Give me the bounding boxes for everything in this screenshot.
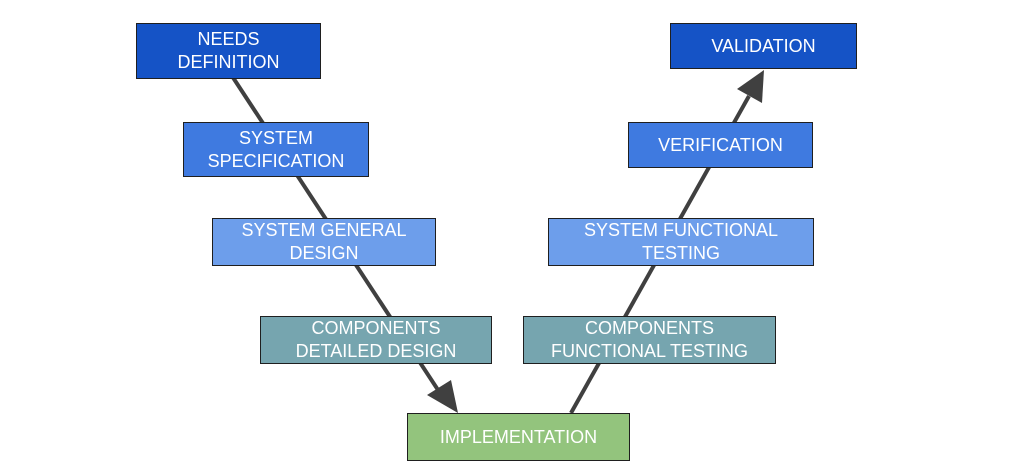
needs-definition-label: NEEDS DEFINITION (177, 29, 280, 72)
system-general-design-box: SYSTEM GENERAL DESIGN (212, 218, 436, 266)
ascending-arrow-head (737, 70, 764, 103)
components-detailed-design-label: COMPONENTS DETAILED DESIGN (295, 318, 457, 361)
system-general-design-label: SYSTEM GENERAL DESIGN (241, 220, 407, 263)
components-detailed-design-box: COMPONENTS DETAILED DESIGN (260, 316, 492, 364)
needs-definition-box: NEEDS DEFINITION (136, 23, 321, 79)
validation-label: VALIDATION (711, 35, 816, 56)
implementation-box: IMPLEMENTATION (407, 413, 630, 461)
system-functional-testing-box: SYSTEM FUNCTIONAL TESTING (548, 218, 814, 266)
components-functional-testing-label: COMPONENTS FUNCTIONAL TESTING (550, 318, 748, 361)
verification-box: VERIFICATION (628, 122, 813, 168)
system-specification-label: SYSTEM SPECIFICATION (207, 127, 345, 171)
descending-arrow-head (427, 380, 458, 413)
system-specification-box: SYSTEM SPECIFICATION (183, 122, 369, 177)
components-functional-testing-box: COMPONENTS FUNCTIONAL TESTING (523, 316, 776, 364)
validation-box: VALIDATION (670, 23, 857, 69)
system-functional-testing-label: SYSTEM FUNCTIONAL TESTING (583, 220, 779, 263)
verification-label: VERIFICATION (658, 134, 783, 155)
implementation-label: IMPLEMENTATION (439, 426, 598, 447)
